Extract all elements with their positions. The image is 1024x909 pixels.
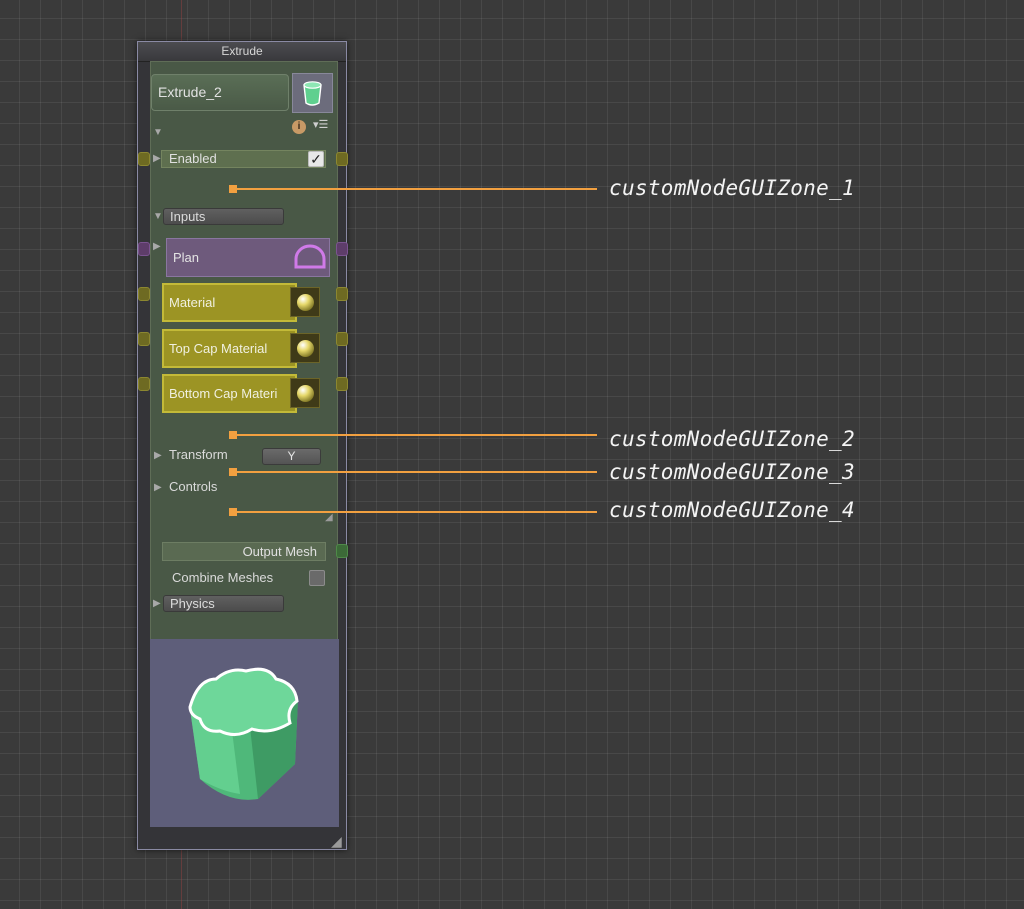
top-cap-material-swatch[interactable] xyxy=(290,333,320,363)
plan-label: Plan xyxy=(173,250,200,265)
enabled-label: Enabled xyxy=(169,151,217,166)
collapse-triangle-icon[interactable]: ▼ xyxy=(153,127,163,138)
info-icon[interactable]: i xyxy=(292,120,306,134)
material-field[interactable]: Material xyxy=(162,283,297,322)
zone-4-callout: customNodeGUIZone_4 xyxy=(609,498,855,522)
mesh-thumbnail-icon xyxy=(303,81,322,106)
zone-3-leader xyxy=(237,471,597,473)
top-cap-material-field[interactable]: Top Cap Material xyxy=(162,329,297,368)
node-name-field[interactable]: Extrude_2 xyxy=(151,74,289,111)
plan-input-port[interactable] xyxy=(138,242,150,256)
mesh-thumbnail[interactable] xyxy=(292,73,333,113)
zone-3-anchor xyxy=(229,468,237,476)
inputs-foldout[interactable]: Inputs xyxy=(163,208,284,225)
transform-label[interactable]: Transform xyxy=(169,447,228,462)
material-sphere-icon xyxy=(297,340,314,357)
output-mesh-row[interactable]: Output Mesh xyxy=(162,542,326,561)
window-resize-grip-icon[interactable]: ◢ xyxy=(331,833,342,849)
enabled-expand-icon[interactable]: ▶ xyxy=(153,153,161,164)
material-output-port[interactable] xyxy=(336,287,348,301)
material-sphere-icon xyxy=(297,385,314,402)
output-mesh-port[interactable] xyxy=(336,544,348,558)
inputs-collapse-icon[interactable]: ▼ xyxy=(153,211,163,222)
bottom-cap-material-input-port[interactable] xyxy=(138,377,150,391)
controls-label[interactable]: Controls xyxy=(169,479,218,494)
transform-axis-button[interactable]: Y xyxy=(262,448,321,465)
zone-2-leader xyxy=(237,434,597,436)
physics-foldout[interactable]: Physics xyxy=(163,595,284,612)
zone-2-callout: customNodeGUIZone_2 xyxy=(609,427,855,451)
top-cap-material-output-port[interactable] xyxy=(336,332,348,346)
controls-expand-icon[interactable]: ▶ xyxy=(154,482,162,493)
zone-1-anchor xyxy=(229,185,237,193)
resize-grip-icon[interactable]: ◢ xyxy=(325,512,333,523)
combine-meshes-label: Combine Meshes xyxy=(172,570,274,585)
material-input-port[interactable] xyxy=(138,287,150,301)
material-sphere-icon xyxy=(297,294,314,311)
plan-shape-icon xyxy=(294,244,326,269)
bottom-cap-material-swatch[interactable] xyxy=(290,378,320,408)
combine-meshes-checkbox[interactable] xyxy=(309,570,325,586)
extruded-mesh-icon xyxy=(188,667,299,800)
enabled-output-port[interactable] xyxy=(336,152,348,166)
menu-icon[interactable]: ▾☰ xyxy=(313,119,329,131)
enabled-row[interactable]: Enabled xyxy=(161,150,326,168)
bottom-cap-material-field[interactable]: Bottom Cap Materi xyxy=(162,374,297,413)
bottom-cap-material-output-port[interactable] xyxy=(336,377,348,391)
zone-1-callout: customNodeGUIZone_1 xyxy=(609,176,855,200)
extrude-node[interactable]: Extrude Extrude_2 i ▾☰ ▼ ▶ Enabled ✓ ▼ I… xyxy=(137,41,348,850)
mesh-preview[interactable] xyxy=(150,639,339,827)
zone-1-leader xyxy=(237,188,597,190)
transform-expand-icon[interactable]: ▶ xyxy=(154,450,162,461)
plan-expand-icon[interactable]: ▶ xyxy=(153,241,161,252)
zone-3-callout: customNodeGUIZone_3 xyxy=(609,460,855,484)
physics-expand-icon[interactable]: ▶ xyxy=(153,598,161,609)
top-cap-material-input-port[interactable] xyxy=(138,332,150,346)
zone-2-anchor xyxy=(229,431,237,439)
enabled-checkbox[interactable]: ✓ xyxy=(308,151,324,167)
enabled-input-port[interactable] xyxy=(138,152,150,166)
material-swatch[interactable] xyxy=(290,287,320,317)
zone-4-anchor xyxy=(229,508,237,516)
plan-output-port[interactable] xyxy=(336,242,348,256)
node-title-bar[interactable]: Extrude xyxy=(138,42,346,62)
plan-field[interactable]: Plan xyxy=(166,238,330,277)
zone-4-leader xyxy=(237,511,597,513)
